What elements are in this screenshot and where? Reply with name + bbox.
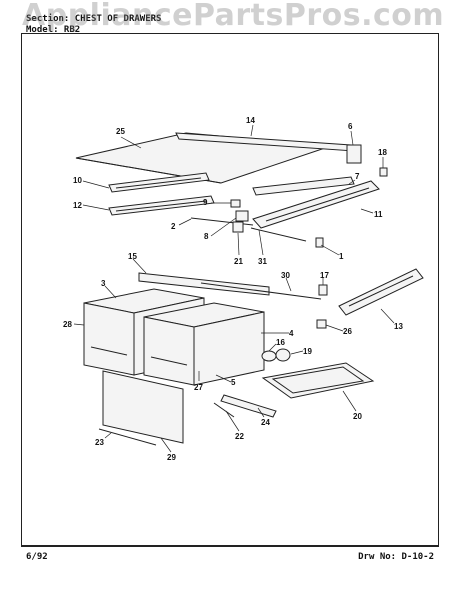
callout-24: 24	[261, 418, 270, 427]
part-frame-20	[261, 362, 375, 399]
callout-25: 25	[116, 127, 125, 136]
callout-1: 1	[339, 252, 344, 261]
part-right-rail-7	[252, 176, 355, 196]
callout-23: 23	[95, 438, 104, 447]
callout-18: 18	[378, 148, 387, 157]
part-cover-15	[138, 272, 270, 296]
callout-28: 28	[63, 320, 72, 329]
part-rail-24	[220, 394, 277, 418]
callout-12: 12	[73, 201, 82, 210]
callout-31: 31	[258, 257, 267, 266]
exploded-parts-diagram: 25 14 6 18 10 12 9 7 2 8 11 21 31 1 15 3…	[63, 116, 424, 462]
callout-22: 22	[235, 432, 244, 441]
part-clip-1	[315, 237, 324, 248]
callout-30: 30	[281, 271, 290, 280]
callout-8: 8	[204, 232, 209, 241]
callout-19: 19	[303, 347, 312, 356]
part-rod-31	[250, 227, 307, 242]
part-knob-16	[261, 350, 277, 362]
part-clip-18	[379, 167, 388, 177]
part-left-rail-12	[108, 195, 215, 216]
part-end-bracket	[346, 144, 362, 164]
part-clip-26	[316, 319, 327, 329]
model-label: Model: RB2	[26, 25, 81, 35]
callout-20: 20	[353, 412, 362, 421]
part-rod-22	[213, 402, 235, 418]
diagram-frame	[21, 33, 439, 546]
part-clip-17	[318, 284, 328, 296]
leader-lines	[73, 124, 395, 453]
section-label: Section: CHEST OF DRAWERS	[26, 14, 162, 24]
part-strip-23	[98, 428, 157, 446]
callout-5: 5	[231, 378, 236, 387]
part-21	[232, 221, 244, 233]
part-left-rail-10	[108, 172, 210, 193]
callout-6: 6	[348, 122, 353, 131]
part-8	[235, 210, 249, 222]
part-panel-29	[102, 370, 184, 444]
callout-29: 29	[167, 453, 176, 462]
footer-divider	[21, 546, 439, 547]
callout-17: 17	[320, 271, 329, 280]
callout-21: 21	[234, 257, 243, 266]
callout-7: 7	[355, 172, 360, 181]
part-9	[230, 199, 241, 208]
callout-4: 4	[289, 329, 294, 338]
callout-16: 16	[276, 338, 285, 347]
part-rod-30	[200, 282, 322, 300]
callout-13: 13	[394, 322, 403, 331]
callout-27: 27	[194, 383, 203, 392]
callout-26: 26	[343, 327, 352, 336]
part-cylinder-19	[275, 348, 291, 362]
callout-15: 15	[128, 252, 137, 261]
callout-2: 2	[171, 222, 176, 231]
callout-14: 14	[246, 116, 255, 125]
callout-9: 9	[203, 198, 208, 207]
callout-numbers: 25 14 6 18 10 12 9 7 2 8 11 21 31 1 15 3…	[63, 116, 403, 462]
footer-date: 6/92	[26, 552, 48, 562]
callout-3: 3	[101, 279, 106, 288]
callout-10: 10	[73, 176, 82, 185]
part-right-rail-11	[252, 180, 380, 229]
footer-drawing-number: Drw No: D-10-2	[358, 552, 434, 562]
part-rail-13	[338, 268, 424, 316]
callout-11: 11	[374, 210, 383, 219]
part-drawer-27	[143, 302, 265, 386]
